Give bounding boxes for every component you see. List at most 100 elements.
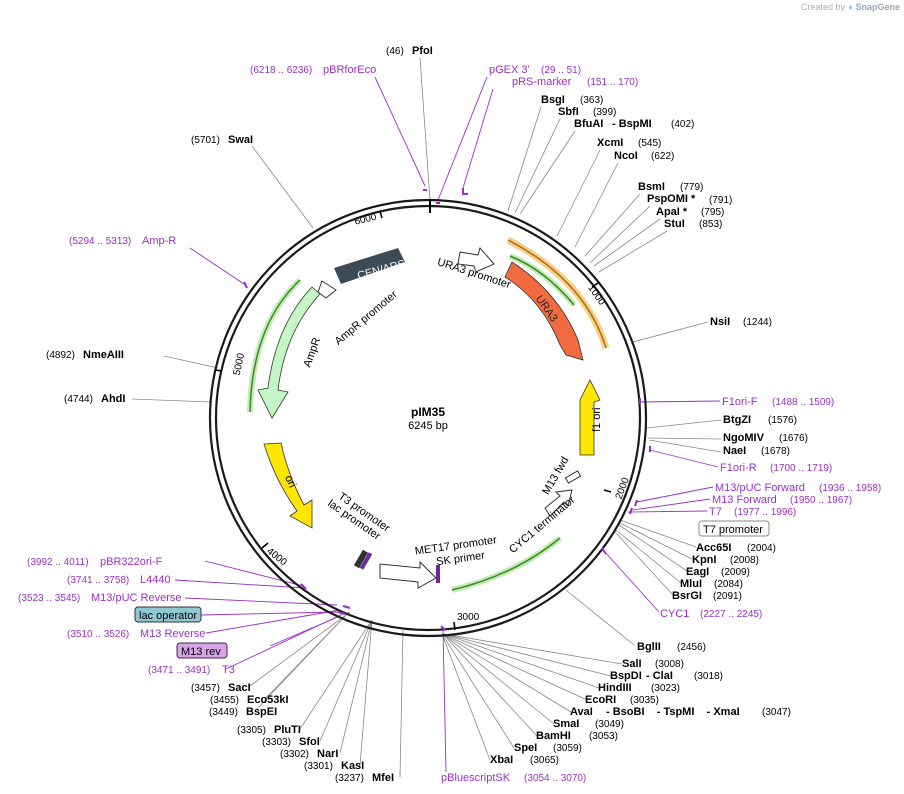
site-saci[interactable]: SacI [228,682,251,694]
site-smai[interactable]: SmaI [553,718,579,730]
site-saci-pos: (3457) [191,683,220,694]
site-smai-pos: (3049) [595,719,624,730]
site-sbfi[interactable]: SbfI [558,106,579,118]
feature-ura3[interactable] [504,261,584,361]
site-nmeaiii-pos: (4892) [46,350,75,361]
site-leader-line [251,145,314,229]
site-mfei[interactable]: MfeI [372,772,394,784]
site-leader-line [419,57,431,201]
feature-ampr-promoter[interactable] [317,280,337,299]
site-bsgi[interactable]: BsgI [541,94,565,106]
site-hindiii-pos: (3023) [651,683,680,694]
site-ahdi[interactable]: AhdI [101,393,125,405]
primer-pbr322ori-f[interactable]: pBR322ori-F [100,556,163,568]
site-mlui[interactable]: MluI [680,578,702,590]
scale-ticks [214,210,612,631]
site-spei[interactable]: SpeI [514,742,537,754]
site-leader-line [593,218,661,267]
primer-m13puc-rev[interactable]: M13/pUC Reverse [91,592,181,604]
site-ngomiv[interactable]: NgoMIV [723,432,765,444]
site-xcmi[interactable]: XcmI [597,137,623,149]
site-bspei[interactable]: BspEI [246,706,277,718]
site-pluti[interactable]: PluTI [274,724,301,736]
site-swai[interactable]: SwaI [228,134,253,146]
site-btgzi[interactable]: BtgZI [723,414,751,426]
primer-leader-line [174,579,306,589]
site-acc65i[interactable]: Acc65I [696,542,731,554]
site-sali[interactable]: SalI [622,658,642,670]
feature-ori[interactable] [263,442,313,529]
site-eco53ki-pos: (3455) [210,695,239,706]
site-leader-line [507,106,542,212]
feature-cyc1-terminator[interactable] [544,489,573,517]
site-nsii[interactable]: NsiI [710,316,730,328]
site-bspdi[interactable]: BspDI [610,670,642,682]
site-bamhi[interactable]: BamHI [536,730,571,742]
site-avai[interactable]: AvaI [570,706,593,718]
feature-f1ori[interactable] [579,379,601,456]
m13-rev-box[interactable] [176,642,228,659]
site-bfuai[interactable]: BfuAI [574,118,603,130]
site-pfoi[interactable]: PfoI [412,45,433,57]
label-ori: ori [282,474,298,490]
primer-prs-marker[interactable]: pRS-marker [512,76,572,88]
primer-f1ori-f[interactable]: F1ori-F [722,396,758,408]
feature-met17-arrow[interactable] [379,560,437,589]
primer-pgex3[interactable]: pGEX 3' [489,64,530,76]
site-swai-pos: (5701) [191,135,220,146]
tick-3000: 3000 [457,612,480,623]
site-kpni[interactable]: KpnI [692,554,716,566]
primer-m13-fwd[interactable]: M13 Forward [712,494,777,506]
primer-leader-line [189,247,245,285]
primer-leader-line [205,609,341,634]
site-ecori[interactable]: EcoRI [585,694,616,706]
primer-pbrforeco[interactable]: pBRforEco [323,64,376,76]
site-bsmi[interactable]: BsmI [638,181,665,193]
backbone-inner [214,204,642,632]
site-pspomi[interactable]: PspOMI * [647,193,696,205]
site-eagi-pos: (2009) [721,567,750,578]
site-eco53ki[interactable]: Eco53kI [247,694,289,706]
snapgene-logo-icon: ◖ [847,2,853,12]
primer-m13puc-fwd[interactable]: M13/pUC Forward [715,482,805,494]
site-bsrgi-pos: (2091) [713,591,742,602]
site-avai-extra: - BsoBI - TspMI - XmaI [606,706,740,718]
t7-promoter-box[interactable] [698,520,770,537]
primer-l4440[interactable]: L4440 [140,574,171,586]
site-naei[interactable]: NaeI [723,445,746,457]
site-stui[interactable]: StuI [664,218,685,230]
primer-ampr[interactable]: Amp-R [142,235,176,247]
site-kasi[interactable]: KasI [341,760,364,772]
feature-ura3-promoter[interactable] [457,246,495,273]
feature-m13fwd[interactable] [564,470,582,484]
primer-f1ori-r[interactable]: F1ori-R [720,462,757,474]
primer-leader-line [269,615,341,647]
primer-t3[interactable]: T3 [222,664,235,676]
credit-brand: SnapGene [855,2,900,12]
site-labels-right: BsgI(363) SbfI(399) BfuAI- BspMI(402) Xc… [490,94,808,766]
site-sfoi-pos: (3303) [262,737,291,748]
site-hindiii[interactable]: HindIII [598,682,632,694]
site-ecori-pos: (3035) [630,695,659,706]
site-leader-line [647,437,722,440]
site-nari[interactable]: NarI [317,748,338,760]
site-apai[interactable]: ApaI * [656,206,688,218]
primer-t7[interactable]: T7 [709,506,722,518]
site-xbai[interactable]: XbaI [490,754,513,766]
site-bsrgi[interactable]: BsrGI [672,590,702,602]
primer-m13-rev[interactable]: M13 Reverse [140,628,205,640]
site-leader-line [589,205,651,264]
site-ncoi[interactable]: NcoI [614,150,638,162]
primer-cyc1[interactable]: CYC1 [660,608,689,620]
site-nmeaiii[interactable]: NmeAIII [83,349,124,361]
lac-operator-box[interactable] [134,606,202,623]
site-sfoi[interactable]: SfoI [299,736,320,748]
site-leader-line [519,130,576,215]
site-eagi[interactable]: EagI [686,566,709,578]
feature-cenars[interactable] [334,248,405,284]
site-bglii[interactable]: BglII [637,641,661,653]
primer-pbluescriptsk[interactable]: pBluescriptSK [441,772,511,784]
feature-ampr[interactable] [257,286,321,419]
primer-ampr-pos: (5294 .. 5313) [69,236,131,247]
feature-sk-primer-mark [436,565,440,583]
